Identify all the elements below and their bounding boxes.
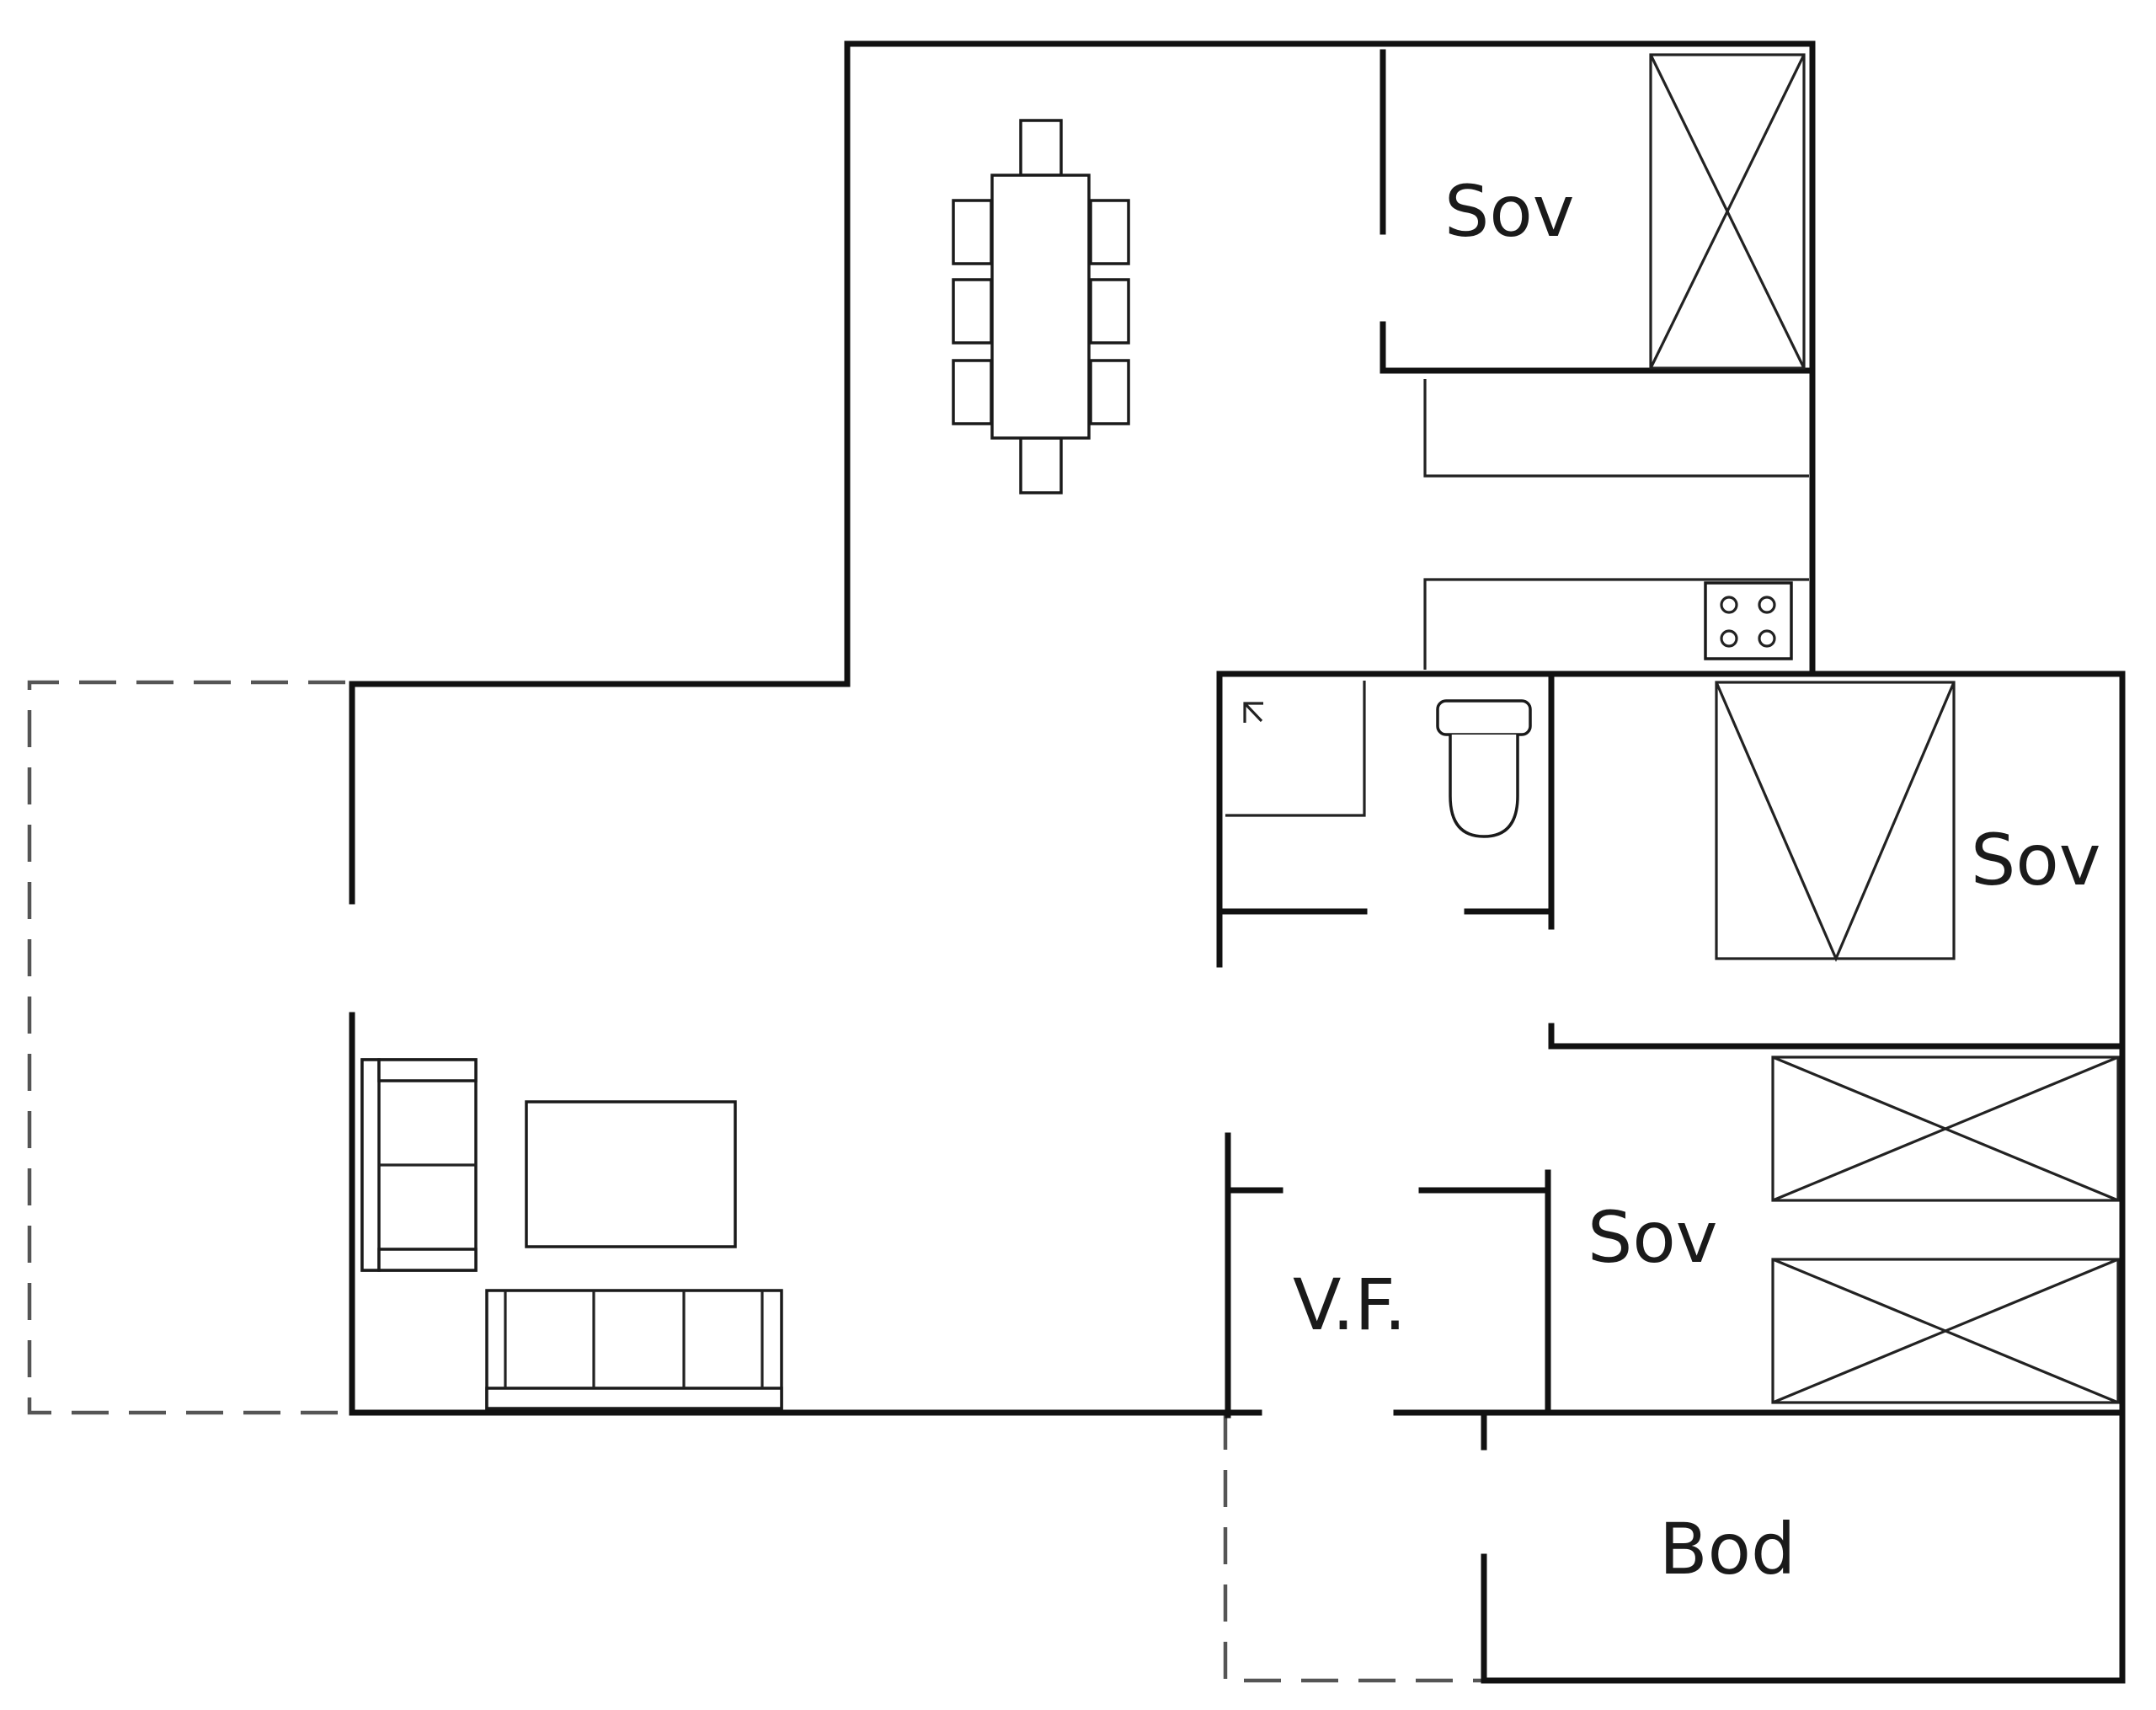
chair-icon <box>952 278 993 345</box>
room-label-storage: Bod <box>1659 1508 1796 1590</box>
living-room <box>360 1058 783 1410</box>
wall-north-outline <box>349 40 1816 905</box>
toilet-icon <box>1436 699 1532 838</box>
armchair-icon <box>360 1058 478 1272</box>
chair-icon <box>1089 359 1130 425</box>
chair-icon <box>1089 278 1130 345</box>
kitchen-counter-lower <box>1423 578 1809 670</box>
chair-icon <box>1019 119 1063 177</box>
dining-table-icon <box>952 119 1130 494</box>
walls <box>349 40 2126 1684</box>
chair-icon <box>1089 199 1130 265</box>
wardrobe-icon <box>1649 53 1806 370</box>
table <box>990 174 1091 440</box>
shower-icon <box>1225 681 1366 817</box>
bed-icon <box>1771 1055 2120 1202</box>
chair-icon <box>952 359 993 425</box>
room-label-bedroom-right: Sov <box>1971 819 2100 901</box>
wall-bed2-south <box>1548 1023 2126 1050</box>
bathroom <box>1225 681 1532 838</box>
bed-icon <box>1771 1258 2120 1404</box>
terraces <box>27 680 1482 1683</box>
terrace-west <box>27 680 345 1415</box>
chair-icon <box>952 199 993 265</box>
kitchen <box>1423 379 1809 670</box>
sofa-icon <box>485 1289 783 1410</box>
bed-icon <box>1715 681 1956 963</box>
room-label-entrance: V.F. <box>1293 1264 1406 1346</box>
room-label-bedroom-lower: Sov <box>1588 1196 1717 1279</box>
room-label-bedroom-top: Sov <box>1444 170 1574 253</box>
terrace-entrance <box>1223 1413 1482 1683</box>
wall-east-block <box>1216 671 2126 1684</box>
wall-west-lower <box>349 1012 1262 1416</box>
chair-icon <box>1019 436 1063 494</box>
stove-icon <box>1704 581 1793 660</box>
coffee-table-icon <box>525 1100 737 1248</box>
wall-bed1-west-b <box>1380 321 1812 374</box>
kitchen-counter-upper <box>1423 379 1809 478</box>
room-labels: Sov Sov Sov V.F. Bod <box>1293 170 2100 1590</box>
